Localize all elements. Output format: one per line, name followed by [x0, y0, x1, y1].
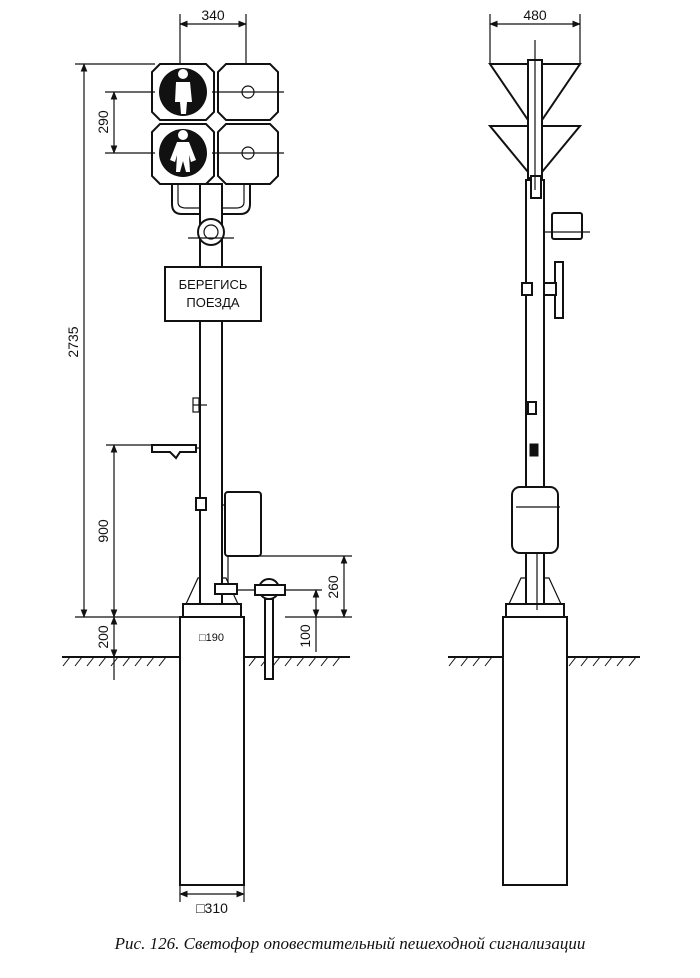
dim-rod-offset: 100: [285, 589, 322, 652]
sign-line-2: ПОЕЗДА: [186, 295, 239, 310]
figure-caption: Рис. 126. Светофор оповестительный пешех…: [114, 934, 586, 953]
dim-lens-spacing-label: 290: [95, 110, 111, 134]
pole-fittings: [151, 397, 286, 680]
dim-lens-spacing: 290: [95, 91, 155, 154]
sign-line-1: БЕРЕГИСЬ: [179, 277, 248, 292]
signal-head-right-lower: [212, 123, 284, 185]
warning-sign: БЕРЕГИСЬ ПОЕЗДА: [164, 266, 262, 322]
dim-foundation-above-ground: 200: [95, 616, 118, 680]
front-view: БЕРЕГИСЬ ПОЕЗДА 340: [62, 7, 352, 916]
signal-head-left-lower: [151, 123, 215, 185]
dim-bracket-height-label: 900: [95, 519, 111, 543]
dim-bracket-height: 900: [95, 444, 152, 618]
dim-foundation-above-ground-label: 200: [95, 625, 111, 649]
dim-foundation-section-label: □310: [196, 900, 228, 916]
signal-visors-side: [487, 40, 583, 199]
dim-total-height: 2735: [65, 63, 183, 618]
dim-head-depth-label: 480: [523, 7, 547, 23]
head-bracket: [171, 183, 251, 246]
dim-foundation-section: □310: [179, 885, 245, 916]
dim-box-offset-label: 260: [325, 575, 341, 599]
dim-total-height-label: 2735: [65, 326, 81, 357]
dim-rod-offset-label: 100: [297, 624, 313, 648]
dim-head-width-label: 340: [201, 7, 225, 23]
technical-drawing: БЕРЕГИСЬ ПОЕЗДА 340: [62, 7, 640, 916]
foundation-side: [502, 616, 568, 886]
dim-head-width: 340: [179, 7, 247, 64]
base-plate-side: [505, 603, 565, 618]
signal-head-left-upper: [151, 63, 215, 121]
post-section-label: □190: [199, 632, 224, 644]
side-fittings: [511, 212, 590, 610]
signal-head-right-upper: [212, 63, 284, 121]
side-view: 480: [448, 7, 640, 886]
base-plate-front: [182, 603, 242, 618]
foundation-front: [179, 616, 245, 886]
dim-head-depth: 480: [489, 7, 581, 64]
